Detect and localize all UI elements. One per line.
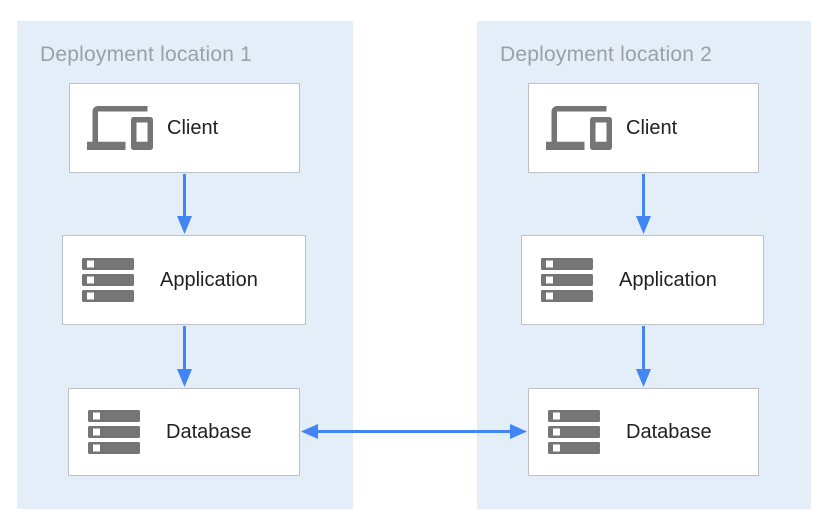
zone-title: Deployment location 2 xyxy=(500,43,712,66)
server-stack-icon xyxy=(88,410,140,454)
node-label: Client xyxy=(626,116,678,139)
node-label: Database xyxy=(166,420,252,443)
node-client-1: Client xyxy=(69,83,300,173)
devices-icon xyxy=(87,106,153,150)
node-database-2: Database xyxy=(528,388,759,476)
zone-deployment-location-2: Deployment location 2 Client Application… xyxy=(477,21,811,509)
devices-icon xyxy=(546,106,612,150)
node-icon-wrap xyxy=(546,410,626,454)
node-icon-wrap xyxy=(80,258,160,302)
node-icon-wrap xyxy=(546,106,626,150)
node-client-2: Client xyxy=(528,83,759,173)
server-stack-icon xyxy=(82,258,134,302)
zone-title: Deployment location 1 xyxy=(40,43,252,66)
server-stack-icon xyxy=(548,410,600,454)
server-stack-icon xyxy=(541,258,593,302)
node-label: Application xyxy=(619,268,717,291)
node-icon-wrap xyxy=(539,258,619,302)
node-application-1: Application xyxy=(62,235,306,325)
node-database-1: Database xyxy=(68,388,300,476)
node-label: Database xyxy=(626,420,712,443)
node-icon-wrap xyxy=(87,106,167,150)
zone-deployment-location-1: Deployment location 1 Client Application… xyxy=(17,21,353,509)
node-application-2: Application xyxy=(521,235,764,325)
node-label: Application xyxy=(160,268,258,291)
node-label: Client xyxy=(167,116,219,139)
node-icon-wrap xyxy=(86,410,166,454)
